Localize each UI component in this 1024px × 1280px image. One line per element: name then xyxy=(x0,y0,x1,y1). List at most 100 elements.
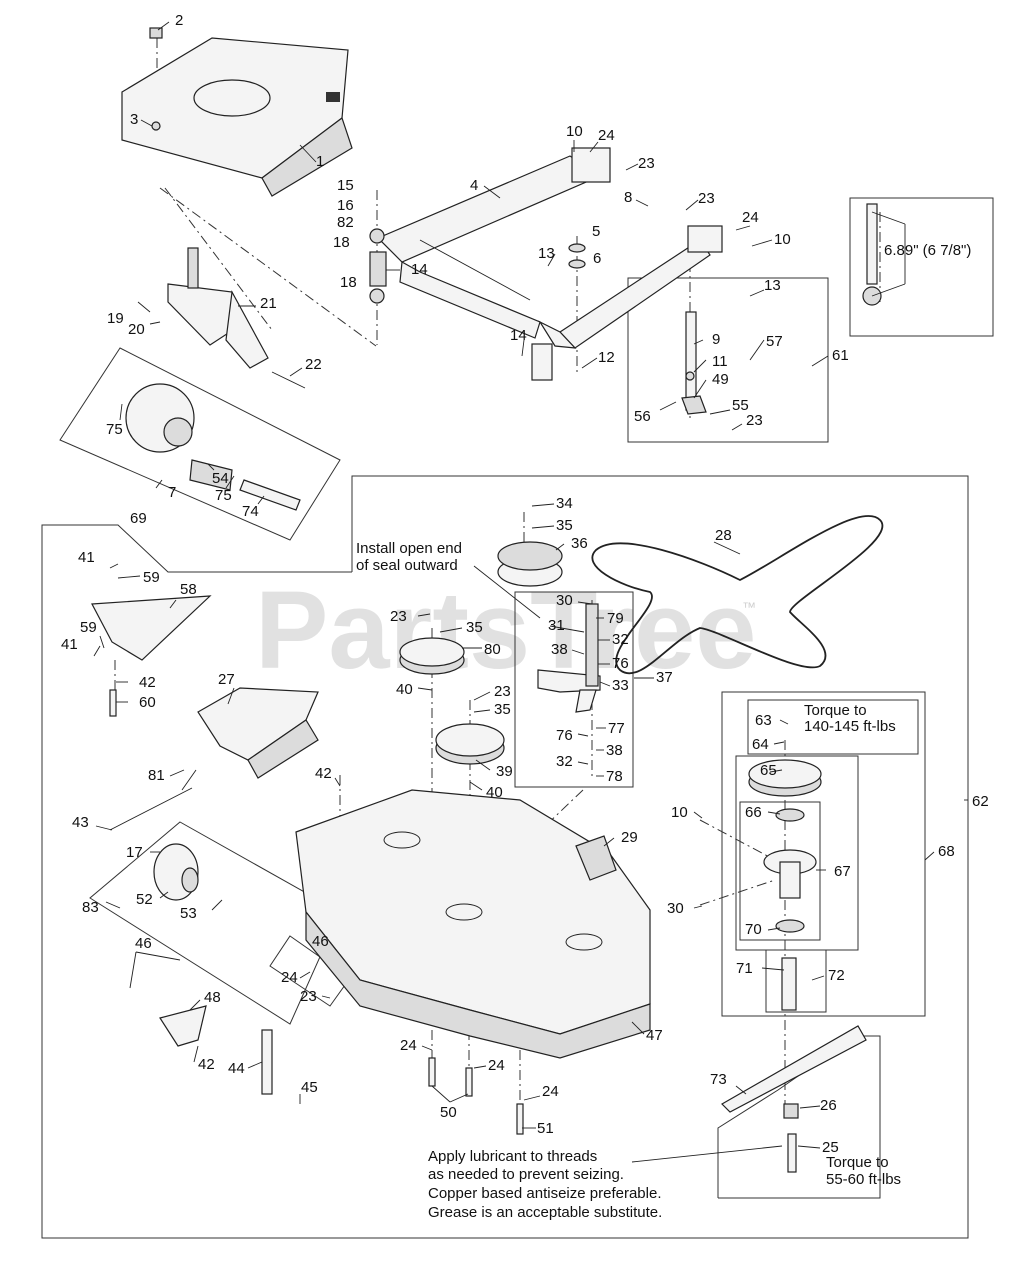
callout-14-bottom: 14 xyxy=(510,327,527,344)
callout-7: 7 xyxy=(168,484,176,501)
callout-4: 4 xyxy=(470,177,478,194)
seal-note-line2: of seal outward xyxy=(356,557,458,574)
bolt-60 xyxy=(109,689,117,717)
height-pin-44 xyxy=(261,1029,273,1095)
callout-8: 8 xyxy=(624,189,632,206)
callout-24-bolt-left: 24 xyxy=(400,1037,417,1054)
callout-24-bolt-mid: 24 xyxy=(488,1057,505,1074)
callout-24-right: 24 xyxy=(742,209,759,226)
hood-nut xyxy=(151,121,161,131)
bolt-51 xyxy=(516,1103,524,1135)
callout-10-right: 10 xyxy=(774,231,791,248)
lubricant-note-line4: Grease is an acceptable substitute. xyxy=(428,1204,662,1221)
callout-78: 78 xyxy=(606,768,623,785)
discharge-spring xyxy=(575,835,617,881)
callout-11: 11 xyxy=(712,353,728,370)
callout-18-bottom: 18 xyxy=(340,274,357,291)
caster-bolt xyxy=(271,371,306,389)
callout-79: 79 xyxy=(607,610,624,627)
callout-40-bottom: 40 xyxy=(486,784,503,801)
callout-38-bottom: 38 xyxy=(606,742,623,759)
watermark: PartsTree xyxy=(255,569,756,692)
spindle-housing xyxy=(763,849,817,899)
callout-62: 62 xyxy=(972,793,989,810)
dimension-box xyxy=(849,197,994,337)
callout-23-top: 23 xyxy=(638,155,655,172)
drive-belt xyxy=(591,515,884,675)
callout-23-right: 23 xyxy=(698,190,715,207)
callout-32-top: 32 xyxy=(612,631,629,648)
callout-80: 80 xyxy=(484,641,501,658)
bolt-50a xyxy=(428,1057,436,1087)
callout-26: 26 xyxy=(820,1097,837,1114)
callout-29: 29 xyxy=(621,829,638,846)
spacer-6 xyxy=(568,259,586,269)
callout-69: 69 xyxy=(130,510,147,527)
deck-pulley-39 xyxy=(435,723,505,765)
notes: 6.89" (6 7/8") Install open end of seal … xyxy=(356,242,971,1221)
callout-18-top: 18 xyxy=(333,234,350,251)
torque-bottom-line2: 55-60 ft-lbs xyxy=(826,1171,901,1188)
callout-44: 44 xyxy=(228,1060,245,1077)
lubricant-note-line2: as needed to prevent seizing. xyxy=(428,1166,624,1183)
callout-1: 1 xyxy=(316,153,324,170)
callout-30-spindle: 30 xyxy=(667,900,684,917)
deck-link-rod xyxy=(109,787,193,831)
caster-wheel xyxy=(125,383,195,453)
callout-56: 56 xyxy=(634,408,651,425)
callout-35-lower: 35 xyxy=(494,701,511,718)
callout-13-frame: 13 xyxy=(538,245,555,262)
callout-10-top: 10 xyxy=(566,123,583,140)
callout-66: 66 xyxy=(745,804,762,821)
caster-spacer-tube xyxy=(239,479,301,511)
callout-67: 67 xyxy=(834,863,851,880)
callout-21: 21 xyxy=(260,295,277,312)
callout-76-bottom: 76 xyxy=(556,727,573,744)
spindle-box-62 xyxy=(721,691,926,1017)
spindle-shaft-box xyxy=(765,949,827,1013)
callout-23-lower: 23 xyxy=(494,683,511,700)
callout-63: 63 xyxy=(755,712,772,729)
callout-57: 57 xyxy=(766,333,783,350)
callout-64: 64 xyxy=(752,736,769,753)
caster-fork xyxy=(167,247,269,369)
idler-pulley-36 xyxy=(497,541,563,587)
blade-bolt xyxy=(787,1133,797,1173)
callout-10-spindle: 10 xyxy=(671,804,688,821)
callout-83: 83 xyxy=(82,899,99,916)
callout-14-left: 14 xyxy=(411,261,428,278)
callout-73: 73 xyxy=(710,1071,727,1088)
callout-35-pulley: 35 xyxy=(466,619,483,636)
callout-22: 22 xyxy=(305,356,322,373)
spacer-5 xyxy=(568,243,586,253)
watermark-tm: ™ xyxy=(742,599,756,615)
deck-box xyxy=(41,475,969,1239)
bracket-48 xyxy=(159,1005,207,1047)
callout-55: 55 xyxy=(732,397,749,414)
spindle-shaft xyxy=(781,957,797,1011)
callout-74: 74 xyxy=(242,503,259,520)
main-frame xyxy=(376,147,723,381)
callout-25: 25 xyxy=(822,1139,839,1156)
callout-24-hardware: 24 xyxy=(281,969,298,986)
dimension-rod xyxy=(862,203,906,306)
adjuster-box-61 xyxy=(627,277,829,443)
gauge-wheel-box-83 xyxy=(89,821,341,1025)
callout-2: 2 xyxy=(175,12,183,29)
callout-5: 5 xyxy=(592,223,600,240)
hood-cover xyxy=(121,37,353,197)
callout-48: 48 xyxy=(204,989,221,1006)
callout-75-wheel: 75 xyxy=(106,421,123,438)
spindle-idler-box-37 xyxy=(514,591,634,788)
callout-36: 36 xyxy=(571,535,588,552)
callout-15: 15 xyxy=(337,177,354,194)
callout-9: 9 xyxy=(712,331,720,348)
callout-28: 28 xyxy=(715,527,732,544)
deflector-chute xyxy=(197,687,319,779)
idler-arm xyxy=(537,603,601,713)
callout-43: 43 xyxy=(72,814,89,831)
callout-30-idler: 30 xyxy=(556,592,573,609)
torque-bottom-line1: Torque to xyxy=(826,1154,889,1171)
bearing-66 xyxy=(775,808,805,822)
